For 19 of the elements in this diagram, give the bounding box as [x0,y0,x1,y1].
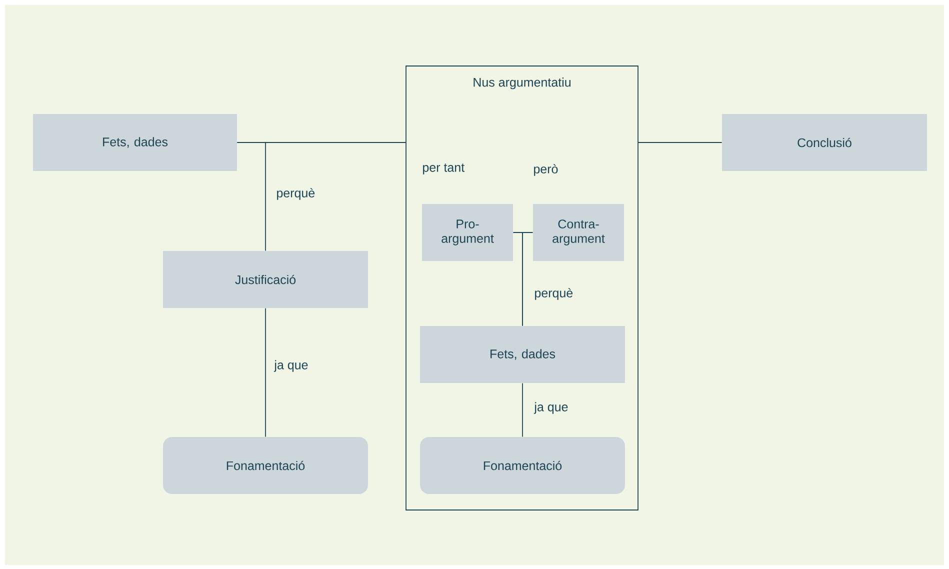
box: Pro-argument [422,204,513,261]
connector-line [638,142,722,143]
connector-line [236,142,266,252]
box: Justificació [163,251,368,308]
connector-line [522,382,523,438]
box: Fets, dades [33,114,237,171]
box: Contra-argument [533,204,624,261]
rounded-box: Fonamentació [420,437,625,494]
connective-label: per tant [423,164,464,174]
edge-label: ja que [533,401,570,415]
box: Fets, dades [420,326,625,383]
box: Conclusió [722,114,927,171]
connector-line [522,232,534,326]
edge-label: perquè [533,287,574,301]
edge-label: perquè [275,187,316,201]
connective-label: però [534,164,558,176]
edge-label: ja que [273,359,310,373]
rounded-box: Fonamentació [163,437,368,494]
connector-line [265,308,266,438]
